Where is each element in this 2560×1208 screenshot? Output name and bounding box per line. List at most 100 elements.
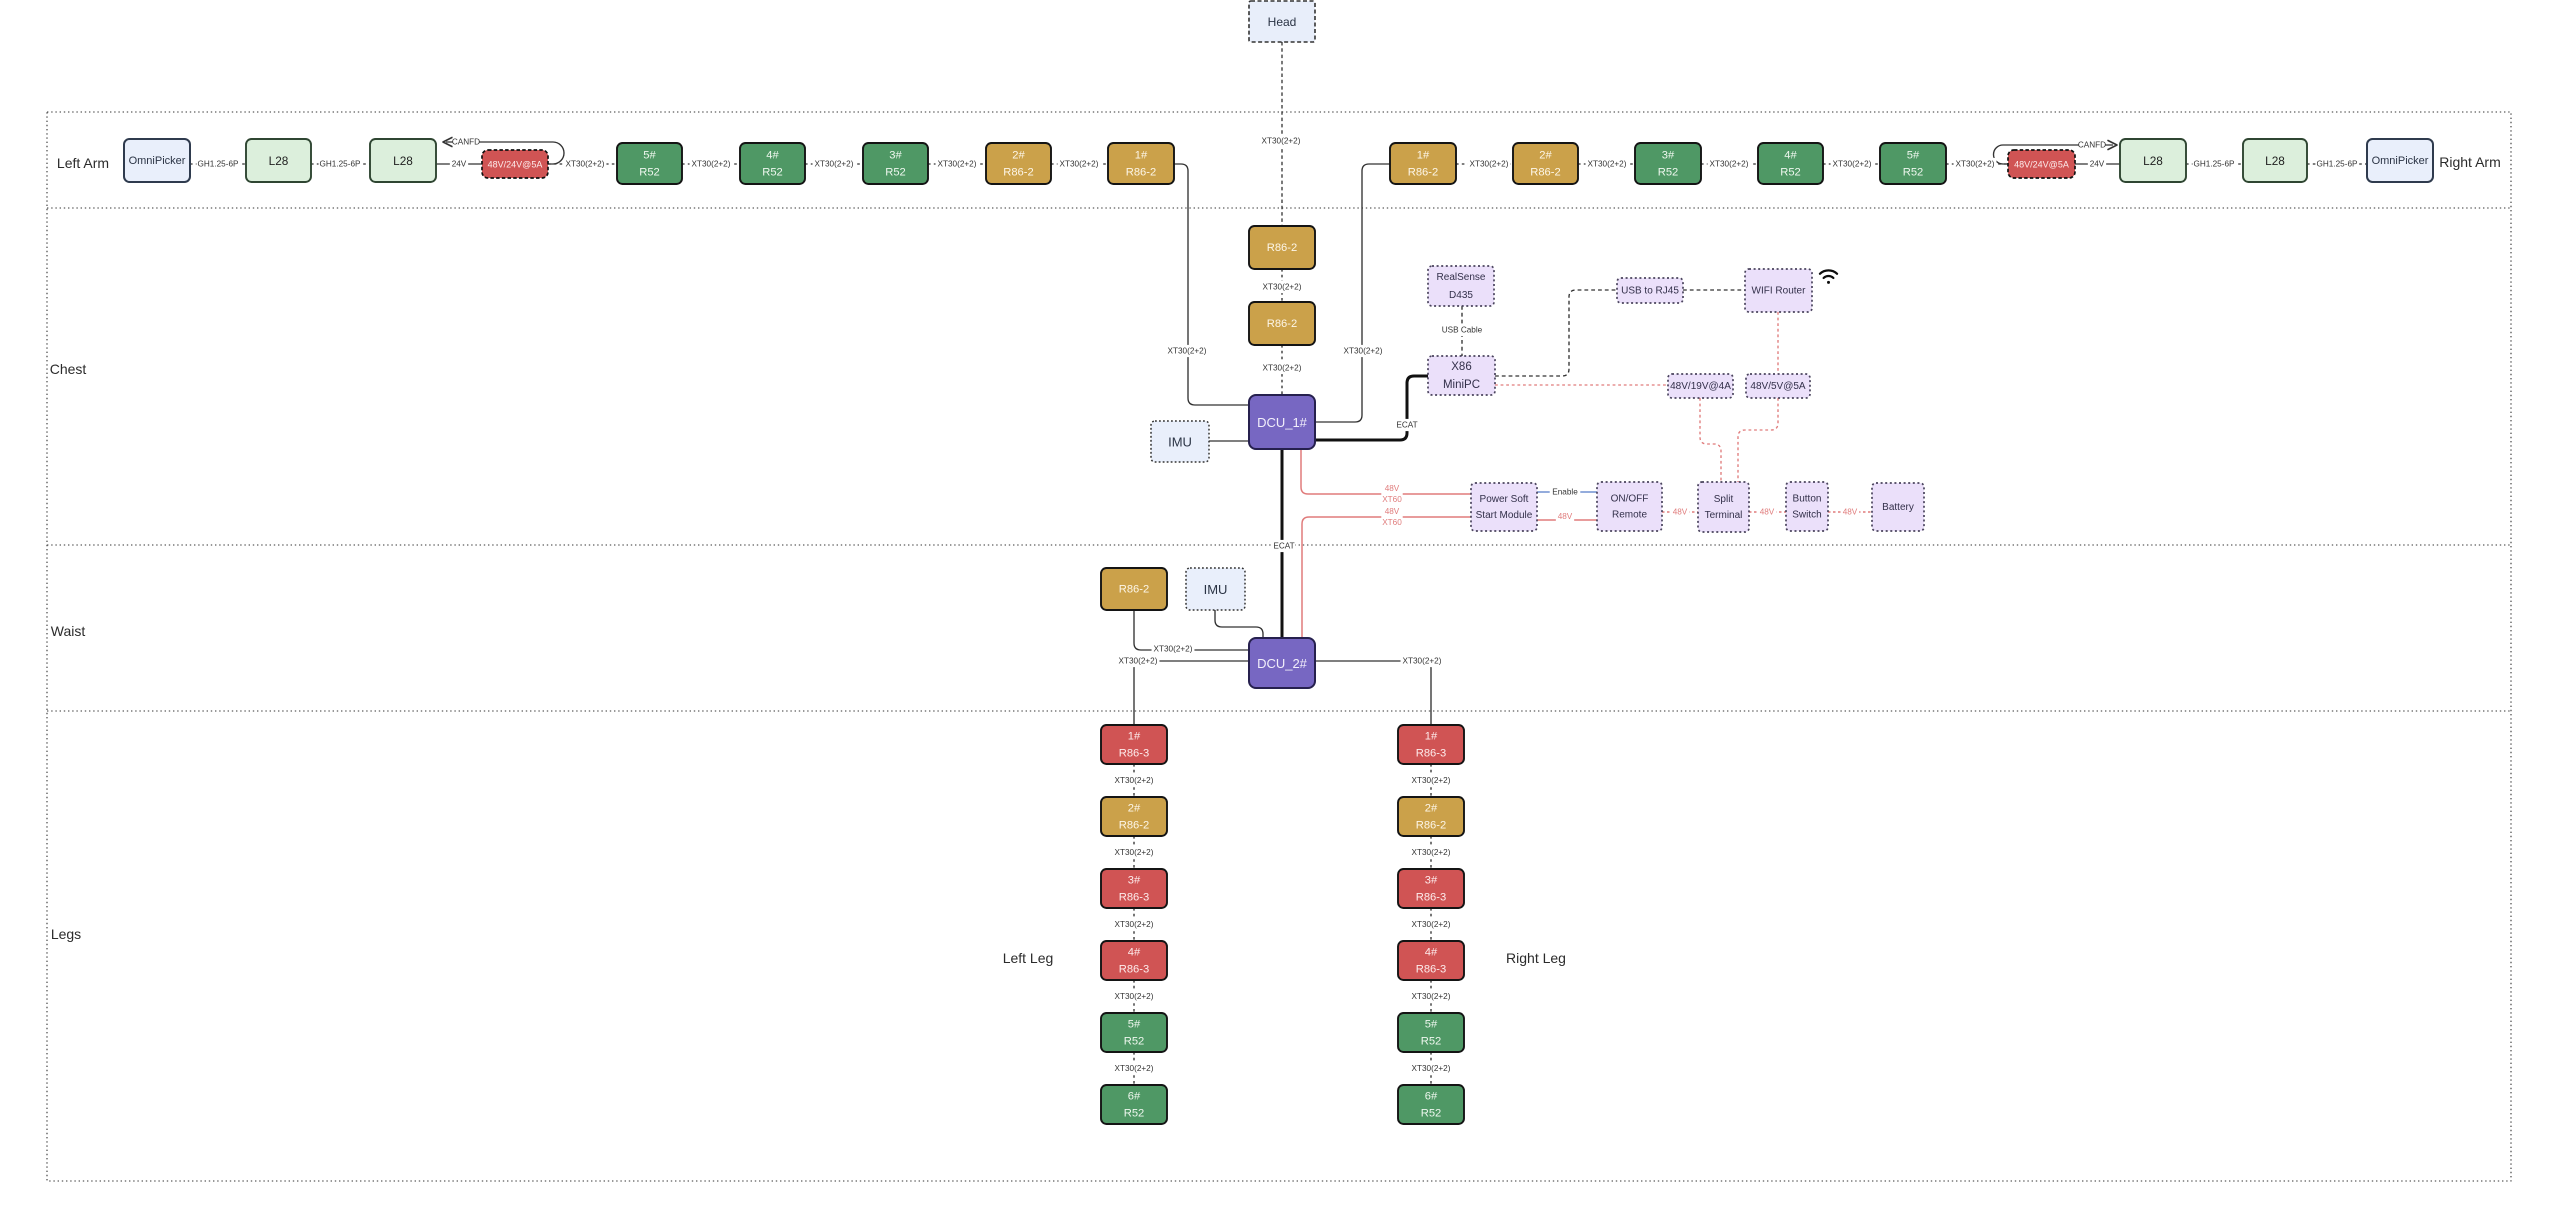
- svg-text:XT30(2+2): XT30(2+2): [1060, 160, 1099, 169]
- svg-text:ON/OFF: ON/OFF: [1611, 493, 1649, 504]
- svg-text:24V: 24V: [2090, 160, 2105, 169]
- svg-text:48V: 48V: [1385, 507, 1400, 516]
- svg-text:XT30(2+2): XT30(2+2): [1412, 776, 1451, 785]
- svg-text:Button: Button: [1793, 493, 1822, 504]
- svg-text:XT30(2+2): XT30(2+2): [1403, 657, 1442, 666]
- svg-text:MiniPC: MiniPC: [1443, 379, 1480, 391]
- svg-text:USB to RJ45: USB to RJ45: [1621, 286, 1679, 297]
- svg-text:Left Arm: Left Arm: [57, 155, 109, 171]
- svg-text:Split: Split: [1714, 494, 1734, 505]
- svg-text:GH1.25-6P: GH1.25-6P: [320, 160, 361, 169]
- svg-text:CANFD: CANFD: [452, 138, 480, 147]
- svg-text:XT30(2+2): XT30(2+2): [1956, 160, 1995, 169]
- svg-text:2#: 2#: [1128, 803, 1141, 815]
- svg-text:Legs: Legs: [51, 926, 81, 942]
- svg-text:OmniPicker: OmniPicker: [129, 155, 186, 167]
- svg-text:XT30(2+2): XT30(2+2): [938, 160, 977, 169]
- svg-text:R86-2: R86-2: [1408, 167, 1438, 179]
- svg-text:XT30(2+2): XT30(2+2): [1833, 160, 1872, 169]
- svg-text:R86-2: R86-2: [1267, 318, 1297, 330]
- svg-text:4#: 4#: [1425, 947, 1438, 959]
- svg-text:5#: 5#: [1425, 1019, 1438, 1031]
- svg-text:XT30(2+2): XT30(2+2): [692, 160, 731, 169]
- svg-text:XT30(2+2): XT30(2+2): [1115, 848, 1154, 857]
- svg-text:5#: 5#: [1128, 1019, 1141, 1031]
- svg-text:R86-3: R86-3: [1416, 964, 1446, 976]
- svg-text:6#: 6#: [1128, 1091, 1141, 1103]
- svg-text:2#: 2#: [1425, 803, 1438, 815]
- svg-text:XT30(2+2): XT30(2+2): [1115, 1064, 1154, 1073]
- svg-text:R52: R52: [885, 167, 906, 179]
- svg-text:XT30(2+2): XT30(2+2): [1588, 160, 1627, 169]
- svg-text:Start Module: Start Module: [1476, 510, 1533, 521]
- svg-text:L28: L28: [269, 154, 289, 168]
- svg-text:6#: 6#: [1425, 1091, 1438, 1103]
- svg-text:XT30(2+2): XT30(2+2): [1470, 160, 1509, 169]
- svg-text:R52: R52: [1658, 167, 1679, 179]
- svg-text:XT60: XT60: [1382, 518, 1402, 527]
- svg-text:R86-3: R86-3: [1416, 748, 1446, 760]
- svg-text:R52: R52: [1780, 167, 1801, 179]
- svg-text:XT30(2+2): XT30(2+2): [1115, 776, 1154, 785]
- svg-text:ECAT: ECAT: [1396, 421, 1417, 430]
- svg-text:CANFD: CANFD: [2078, 141, 2106, 150]
- svg-text:3#: 3#: [1662, 150, 1675, 162]
- svg-text:Right Leg: Right Leg: [1506, 950, 1566, 966]
- svg-text:R86-2: R86-2: [1267, 242, 1297, 254]
- svg-text:R52: R52: [1124, 1036, 1145, 1048]
- svg-text:48V: 48V: [1673, 508, 1688, 517]
- svg-text:1#: 1#: [1128, 731, 1141, 743]
- svg-text:XT30(2+2): XT30(2+2): [1115, 920, 1154, 929]
- svg-text:XT30(2+2): XT30(2+2): [566, 160, 605, 169]
- svg-text:R52: R52: [1421, 1108, 1442, 1120]
- svg-text:R52: R52: [762, 167, 783, 179]
- svg-text:XT30(2+2): XT30(2+2): [1154, 645, 1193, 654]
- svg-text:DCU_2#: DCU_2#: [1257, 656, 1308, 671]
- svg-text:XT30(2+2): XT30(2+2): [1263, 364, 1302, 373]
- svg-text:XT60: XT60: [1382, 495, 1402, 504]
- svg-text:DCU_1#: DCU_1#: [1257, 415, 1308, 430]
- svg-text:Chest: Chest: [50, 361, 87, 377]
- svg-text:Switch: Switch: [1792, 510, 1821, 521]
- svg-text:R86-2: R86-2: [1003, 167, 1033, 179]
- svg-text:XT30(2+2): XT30(2+2): [1344, 347, 1383, 356]
- svg-text:Head: Head: [1268, 15, 1297, 29]
- svg-text:48V: 48V: [1760, 508, 1775, 517]
- svg-text:R86-2: R86-2: [1416, 820, 1446, 832]
- svg-text:Enable: Enable: [1552, 488, 1578, 497]
- svg-text:5#: 5#: [1907, 150, 1920, 162]
- svg-text:48V/5V@5A: 48V/5V@5A: [1750, 381, 1806, 392]
- svg-text:5#: 5#: [643, 150, 656, 162]
- svg-text:GH1.25-6P: GH1.25-6P: [2194, 160, 2235, 169]
- svg-text:IMU: IMU: [1204, 582, 1228, 597]
- svg-text:R52: R52: [1903, 167, 1924, 179]
- svg-text:R86-3: R86-3: [1119, 892, 1149, 904]
- svg-text:R86-2: R86-2: [1530, 167, 1560, 179]
- svg-text:XT30(2+2): XT30(2+2): [1115, 992, 1154, 1001]
- svg-text:Left Leg: Left Leg: [1003, 950, 1054, 966]
- svg-text:WIFI Router: WIFI Router: [1752, 286, 1807, 297]
- svg-text:2#: 2#: [1012, 150, 1025, 162]
- svg-text:48V: 48V: [1385, 484, 1400, 493]
- svg-text:R86-3: R86-3: [1119, 748, 1149, 760]
- svg-text:Terminal: Terminal: [1705, 510, 1743, 521]
- svg-text:48V: 48V: [1558, 512, 1573, 521]
- svg-text:Waist: Waist: [51, 623, 86, 639]
- svg-text:R86-3: R86-3: [1416, 892, 1446, 904]
- svg-text:Battery: Battery: [1882, 502, 1914, 513]
- svg-text:GH1.25-6P: GH1.25-6P: [198, 160, 239, 169]
- svg-text:IMU: IMU: [1168, 435, 1192, 450]
- svg-text:ECAT: ECAT: [1273, 542, 1294, 551]
- svg-text:48V/24V@5A: 48V/24V@5A: [2014, 160, 2069, 170]
- svg-text:R52: R52: [639, 167, 660, 179]
- svg-text:R52: R52: [1421, 1036, 1442, 1048]
- svg-text:XT30(2+2): XT30(2+2): [1262, 137, 1301, 146]
- svg-text:R52: R52: [1124, 1108, 1145, 1120]
- svg-text:48V/24V@5A: 48V/24V@5A: [488, 160, 543, 170]
- svg-text:4#: 4#: [1128, 947, 1141, 959]
- svg-text:XT30(2+2): XT30(2+2): [1168, 347, 1207, 356]
- svg-text:D435: D435: [1449, 290, 1473, 301]
- svg-text:24V: 24V: [452, 160, 467, 169]
- svg-text:L28: L28: [393, 154, 413, 168]
- svg-text:XT30(2+2): XT30(2+2): [1412, 848, 1451, 857]
